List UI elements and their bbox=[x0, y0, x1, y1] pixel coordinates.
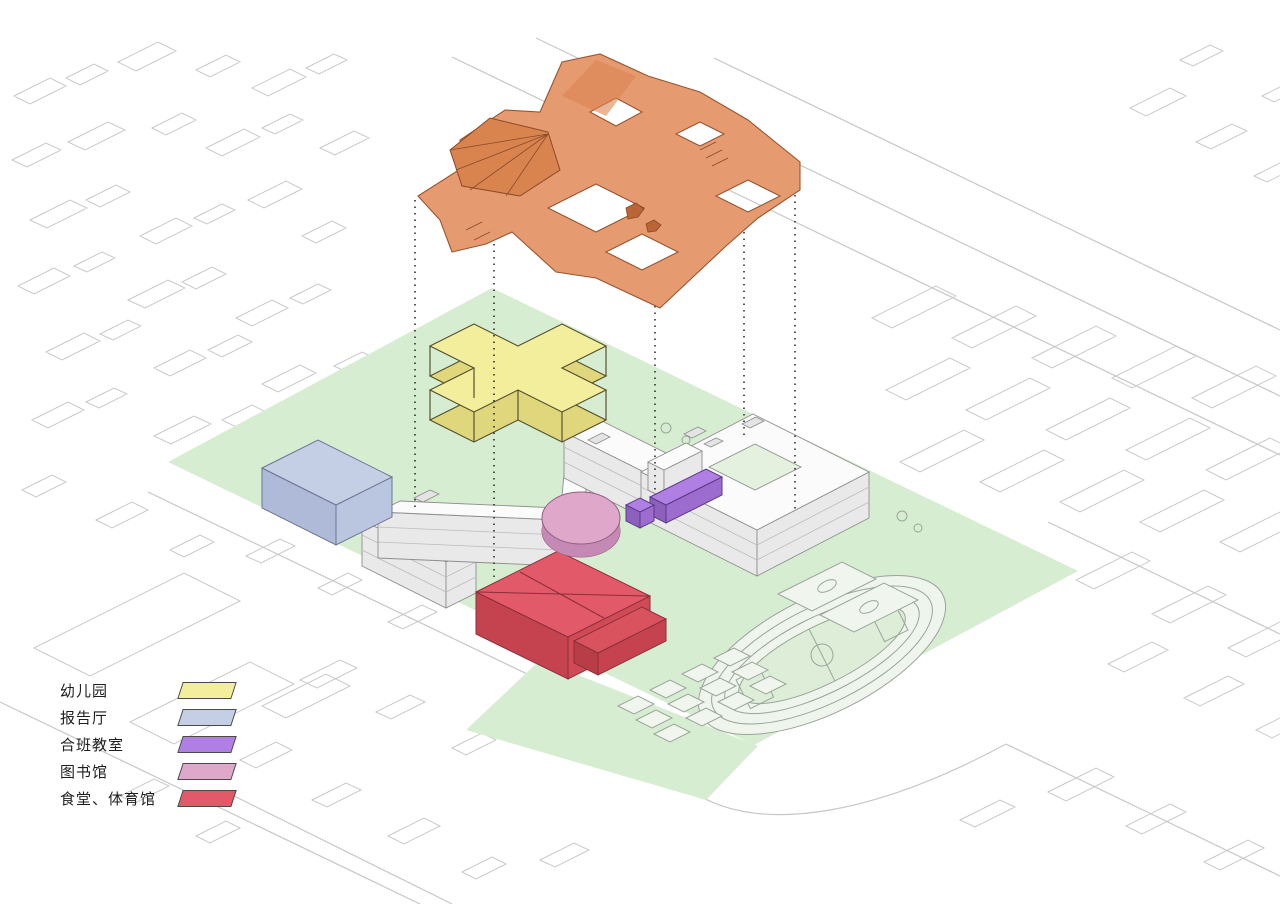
classroom-bar-roof bbox=[648, 468, 724, 506]
court-circle-1 bbox=[817, 579, 837, 593]
context-cluster-lower-left bbox=[32, 538, 591, 880]
sports-area bbox=[616, 422, 947, 743]
legend-swatch bbox=[177, 682, 237, 699]
roof-landscape-layer bbox=[417, 53, 801, 309]
parking-grid bbox=[616, 647, 788, 743]
classroom-cube-roof bbox=[624, 497, 656, 513]
landscape-rocks bbox=[625, 202, 662, 233]
projection-lines bbox=[414, 195, 796, 580]
legend-item-canteen-gym: 食堂、体育馆 bbox=[60, 788, 237, 809]
m-diag1-face bbox=[377, 511, 561, 567]
field-center-line bbox=[808, 628, 836, 682]
legend-label: 合班教室 bbox=[60, 737, 125, 754]
legend-label: 食堂、体育馆 bbox=[60, 791, 157, 808]
combined-classroom-building bbox=[624, 468, 724, 529]
track-lane-1 bbox=[711, 585, 933, 725]
field-center-circle bbox=[810, 643, 834, 667]
canteen-gym-building bbox=[474, 550, 668, 680]
u-courtyard bbox=[707, 443, 803, 491]
legend-label: 报告厅 bbox=[60, 710, 109, 727]
tree-icon bbox=[660, 422, 672, 434]
legend-swatch bbox=[177, 790, 237, 807]
roof-layer-wing-shade bbox=[562, 60, 636, 116]
roof-layer-plan bbox=[417, 53, 801, 309]
library-building bbox=[541, 491, 621, 558]
u-arm-roof bbox=[646, 442, 704, 471]
legend-swatch bbox=[177, 709, 237, 726]
basketball-court-1 bbox=[776, 561, 878, 612]
basketball-court-2 bbox=[818, 582, 920, 633]
school-site bbox=[168, 288, 1078, 800]
trees bbox=[660, 422, 923, 533]
legend-label: 图书馆 bbox=[60, 764, 109, 781]
legend-item-library: 图书馆 bbox=[60, 761, 237, 782]
canteen-terrace-sw-face bbox=[573, 640, 599, 676]
tree-icon bbox=[896, 510, 908, 522]
court-circle-2 bbox=[859, 600, 879, 614]
legend-item-combined-classroom: 合班教室 bbox=[60, 734, 237, 755]
legend: 幼儿园 报告厅 合班教室 图书馆 食堂、体育馆 bbox=[60, 680, 237, 815]
site-green-extension bbox=[466, 660, 758, 800]
context-cluster-right bbox=[870, 44, 1280, 871]
roof-fan-lines bbox=[449, 133, 549, 197]
lecture-hall-building bbox=[260, 439, 394, 546]
canteen-roof-folds bbox=[477, 571, 649, 619]
legend-swatch bbox=[177, 763, 237, 780]
tree-icon bbox=[913, 523, 923, 533]
roof-hatch-lines bbox=[465, 141, 729, 241]
teaching-building-m bbox=[360, 416, 680, 609]
kindergarten-edges bbox=[429, 346, 607, 442]
legend-swatch bbox=[177, 736, 237, 753]
library-roof bbox=[541, 491, 621, 545]
kindergarten-roof-fan bbox=[449, 117, 561, 197]
legend-item-lecture-hall: 报告厅 bbox=[60, 707, 237, 728]
legend-item-kindergarten: 幼儿园 bbox=[60, 680, 237, 701]
basketball-courts bbox=[776, 561, 920, 633]
legend-label: 幼儿园 bbox=[60, 683, 109, 700]
lecture-hall-roof bbox=[260, 439, 394, 506]
kindergarten-building bbox=[428, 323, 608, 443]
